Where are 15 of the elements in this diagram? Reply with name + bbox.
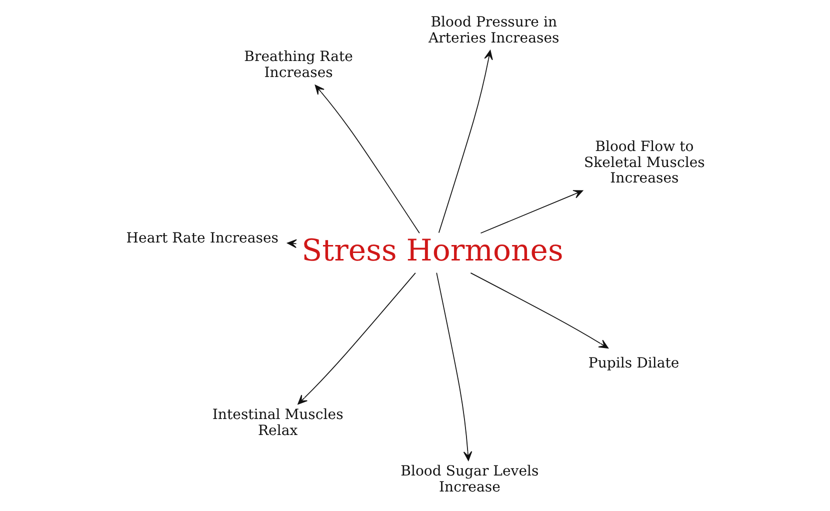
arrow: [480, 190, 583, 234]
arrow: [297, 272, 416, 404]
arrow: [438, 50, 492, 234]
arrow: [286, 239, 296, 248]
node-text: Pupils Dilate: [588, 355, 679, 372]
node-text: Heart Rate Increases: [126, 230, 278, 247]
arrow: [436, 272, 472, 461]
arrow: [470, 272, 608, 349]
node-text: Blood Flow to Skeletal Muscles Increases: [583, 138, 704, 187]
node-text: Breathing Rate Increases: [244, 49, 352, 82]
node-text: Stress Hormones: [301, 234, 563, 269]
node-text: Blood Sugar Levels Increase: [400, 463, 538, 496]
node-text: Intestinal Muscles Relax: [212, 406, 343, 439]
node-text: Blood Pressure in Arteries Increases: [428, 14, 559, 46]
arrow: [314, 84, 420, 234]
